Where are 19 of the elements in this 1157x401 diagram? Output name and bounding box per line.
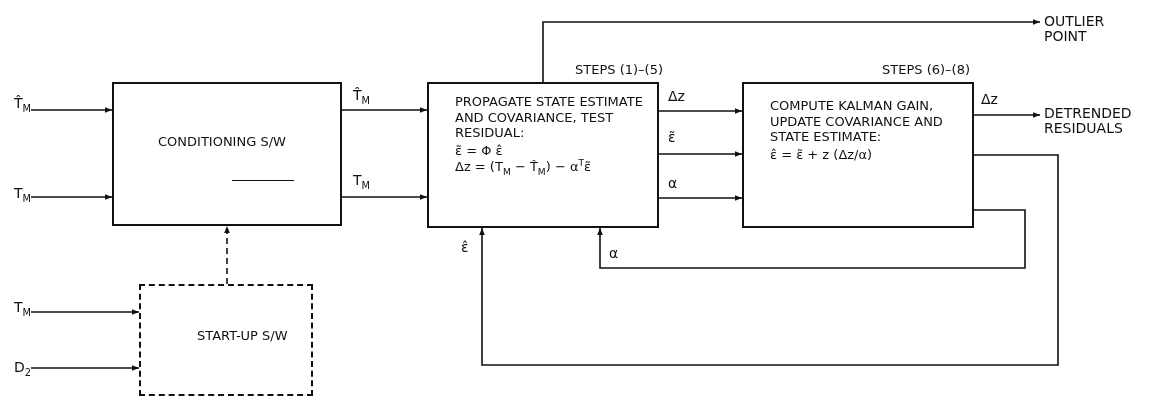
process-box (139, 284, 313, 396)
signal-label: T̂$_{M}$ (14, 96, 31, 115)
signal-label: OUTLIER POINT (1044, 14, 1106, 45)
signal-label: T$_{M}$ (14, 300, 31, 319)
signal-label: T$_{M}$ (14, 186, 31, 205)
box-text: CONDITIONING S/W (158, 134, 287, 150)
step-label: STEPS (6)–(8) (882, 62, 970, 78)
box-text: PROPAGATE STATE ESTIMATE AND COVARIANCE, TEST RESIDUAL: (455, 94, 644, 141)
edge-label: T$_{M}$ (352, 173, 371, 192)
equation: ε̃ = Φ ε̂ (455, 142, 504, 159)
signal-label: DETRENDED RESIDUALS (1044, 106, 1133, 137)
box-text: COMPUTE KALMAN GAIN, UPDATE COVARIANCE AND STATE ESTIMATE: (770, 98, 944, 145)
edge-label: T̂$_{M}$ (352, 88, 371, 107)
equation: ε̂ = ε̃ + z (Δz/α) (770, 146, 874, 163)
equation: Δz = (T$_{M}$ − T̂$_{M}$) − α$^{T}$ε̃ (455, 158, 593, 179)
signal-label: D$_{2}$ (14, 360, 31, 379)
step-label: STEPS (1)–(5) (575, 62, 663, 78)
process-box (112, 82, 342, 226)
box-text: START-UP S/W (197, 328, 289, 344)
